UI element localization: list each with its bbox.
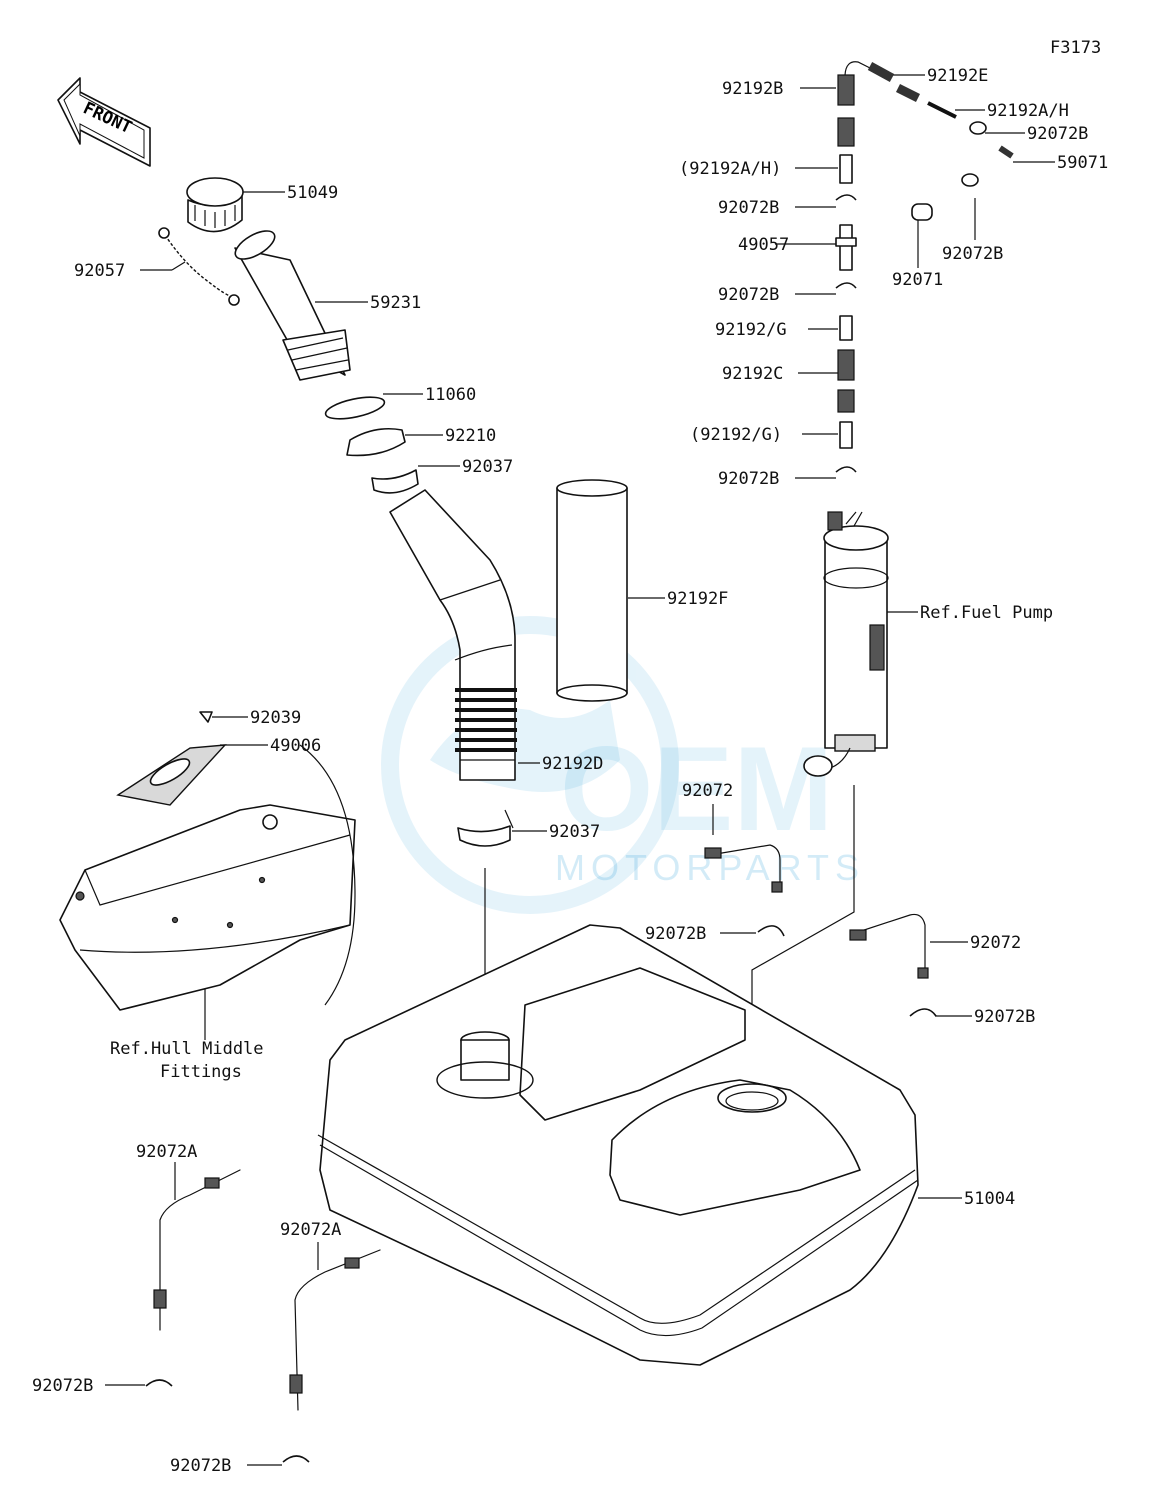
filler-hose (389, 489, 517, 781)
label-59231: 59231 (370, 293, 422, 313)
label-92192AH: 92192A/H (987, 101, 1069, 121)
hose-bellows (455, 688, 517, 752)
gasket-ring (324, 396, 386, 420)
front-arrow-icon: FRONT (57, 77, 151, 167)
label-92037-top: 92037 (462, 457, 514, 477)
label-92039: 92039 (250, 708, 302, 728)
label-92072B-left2: 92072B (170, 1456, 232, 1476)
label-92072B-c4: 92072B (645, 924, 707, 944)
label-49006: 49006 (270, 736, 322, 756)
label-92192E: 92192E (927, 66, 989, 86)
label-92072B-r1: 92072B (1027, 124, 1089, 144)
figure-code: F3173 (1050, 38, 1102, 58)
label-51004: 51004 (964, 1189, 1016, 1209)
label-ref-hull-2: Fittings (160, 1062, 242, 1082)
hose-clamp-bottom (457, 809, 514, 847)
hull-middle-fittings (59, 711, 356, 1011)
label-92192C: 92192C (722, 364, 784, 384)
cap-tether (158, 227, 240, 306)
label-92072A-left: 92072A (136, 1142, 198, 1162)
label-92210: 92210 (445, 426, 497, 446)
label-92072-right: 92072 (970, 933, 1022, 953)
strap-92072-center (704, 844, 783, 893)
label-92192AH-paren: (92192A/H) (679, 159, 782, 179)
label-92192G-paren: (92192/G) (690, 425, 783, 445)
label-92192F: 92192F (667, 589, 729, 609)
watermark-brand: OEM (560, 722, 833, 856)
label-92072A-right: 92072A (280, 1220, 342, 1240)
label-92072B-r3: 92072B (974, 1007, 1036, 1027)
label-92192B: 92192B (722, 79, 784, 99)
label-92072B-c2: 92072B (718, 285, 780, 305)
label-59071: 59071 (1057, 153, 1109, 173)
label-11060: 11060 (425, 385, 477, 405)
label-92037-bottom: 92037 (549, 822, 601, 842)
strap-92072A-right (289, 1249, 381, 1411)
label-92072B-r2: 92072B (942, 244, 1004, 264)
lock-nut (346, 427, 406, 457)
hose-stack (835, 61, 1014, 473)
label-49057: 49057 (738, 235, 790, 255)
label-ref-fuel-pump: Ref.Fuel Pump (920, 603, 1054, 623)
label-92192G: 92192/G (715, 320, 787, 340)
label-92072B-c1: 92072B (718, 198, 780, 218)
hose-clamp-top (371, 469, 419, 494)
filler-neck (234, 230, 351, 381)
strap-92072A-left (153, 1169, 241, 1331)
label-92072B-left1: 92072B (32, 1376, 94, 1396)
label-92072B-c3: 92072B (718, 469, 780, 489)
label-51049: 51049 (287, 183, 339, 203)
label-92057: 92057 (74, 261, 126, 281)
clip-icons (145, 925, 937, 1463)
label-ref-hull-1: Ref.Hull Middle (110, 1039, 264, 1059)
strap-92072-right (849, 913, 929, 979)
fuel-cap (186, 177, 244, 233)
label-92072-center: 92072 (682, 781, 734, 801)
fuel-pump (803, 511, 889, 777)
label-92071: 92071 (892, 270, 944, 290)
tube-92192F (556, 479, 628, 702)
label-92192D: 92192D (542, 754, 604, 774)
fuel-tank (317, 924, 919, 1366)
